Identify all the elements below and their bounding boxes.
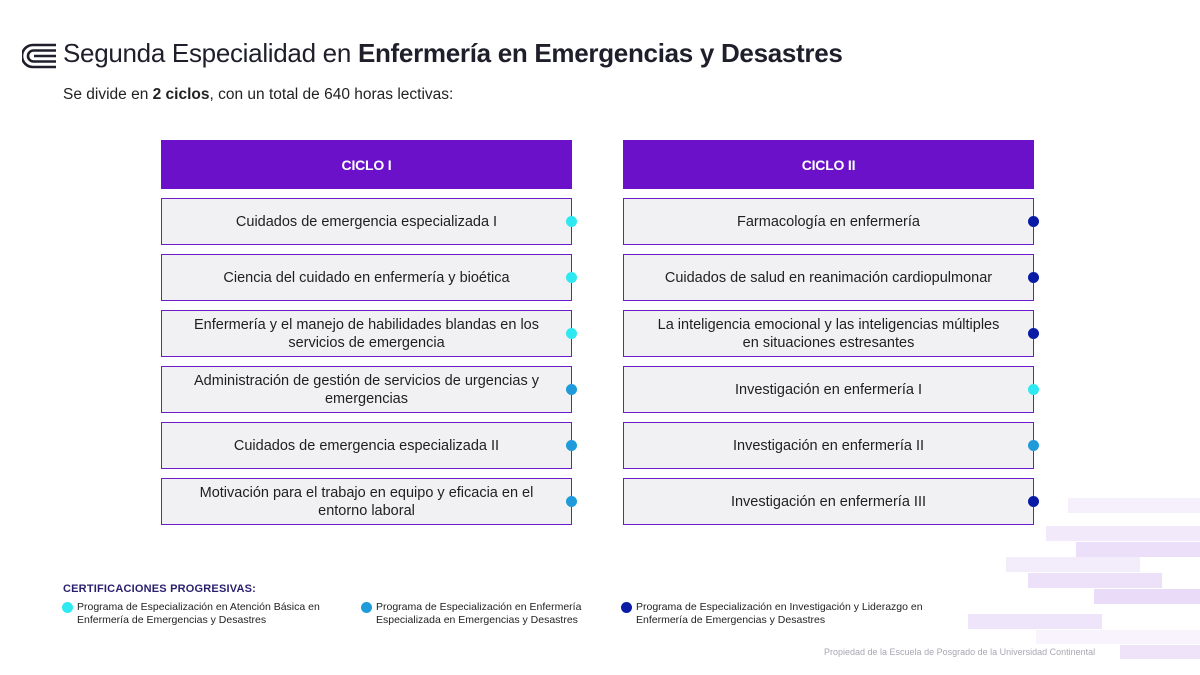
course-box: Motivación para el trabajo en equipo y e…	[161, 478, 577, 525]
title-bold: Enfermería en Emergencias y Desastres	[357, 38, 843, 68]
decorative-stripe	[1120, 645, 1200, 659]
course-name: Ciencia del cuidado en enfermería y bioé…	[223, 269, 510, 286]
decorative-stripe	[968, 614, 1102, 629]
course-name: Administración de gestión de servicios d…	[194, 372, 539, 407]
legend-item-research: Programa de Especialización en Investiga…	[621, 601, 926, 627]
legend-item-basic: Programa de Especialización en Atención …	[62, 601, 327, 627]
course-box: Investigación en enfermería I	[623, 366, 1039, 413]
subtitle-post: , con un total de 640 horas lectivas:	[209, 86, 454, 103]
legend-item-special: Programa de Especialización en Enfermerí…	[361, 601, 626, 627]
decorative-stripe	[1028, 573, 1162, 588]
cert-research-dot-icon	[1028, 328, 1039, 339]
subtitle-bold: 2 ciclos	[152, 86, 210, 103]
course-name: Investigación en enfermería III	[730, 493, 927, 510]
cycle-2-header: CICLO II	[623, 140, 1034, 189]
decorative-stripe	[1046, 526, 1200, 541]
subtitle-pre: Se divide en	[63, 86, 153, 103]
cert-research-dot-icon	[1028, 496, 1039, 507]
decorative-stripe	[1094, 589, 1200, 604]
course-box: Investigación en enfermería III	[623, 478, 1039, 525]
page-subtitle: Se divide en 2 ciclos, con un total de 6…	[63, 86, 453, 104]
cert-special-dot-icon	[1028, 440, 1039, 451]
cert-research-dot-icon	[621, 602, 632, 613]
course-box: Cuidados de emergencia especializada I	[161, 198, 577, 245]
course-box: Investigación en enfermería II	[623, 422, 1039, 469]
decorative-stripe	[1076, 542, 1200, 557]
cert-special-dot-icon	[566, 440, 577, 451]
cert-basic-dot-icon	[566, 216, 577, 227]
course-name: Cuidados de emergencia especializada I	[235, 213, 498, 230]
cert-basic-dot-icon	[62, 602, 73, 613]
course-name: Cuidados de emergencia especializada II	[233, 437, 500, 454]
decorative-stripe	[1068, 498, 1200, 513]
course-name: Cuidados de salud en reanimación cardiop…	[664, 269, 993, 286]
course-name: Motivación para el trabajo en equipo y e…	[199, 484, 534, 519]
certifications-title: CERTIFICACIONES PROGRESIVAS:	[63, 583, 257, 595]
course-box: Cuidados de emergencia especializada II	[161, 422, 577, 469]
course-box: Enfermería y el manejo de habilidades bl…	[161, 310, 577, 357]
cert-special-dot-icon	[361, 602, 372, 613]
course-name: Investigación en enfermería I	[735, 381, 922, 398]
footer-copyright: Propiedad de la Escuela de Posgrado de l…	[824, 647, 1096, 657]
university-logo-icon	[22, 43, 56, 69]
page-title: Segunda Especialidad en Enfermería en Em…	[63, 38, 843, 69]
decorative-stripe	[1006, 557, 1140, 572]
course-box: La inteligencia emocional y las intelige…	[623, 310, 1039, 357]
title-regular: Segunda Especialidad en	[63, 38, 358, 68]
cert-special-dot-icon	[566, 384, 577, 395]
cert-basic-dot-icon	[566, 328, 577, 339]
cert-basic-dot-icon	[566, 272, 577, 283]
course-name: Investigación en enfermería II	[732, 437, 925, 454]
legend-text: Programa de Especialización en Investiga…	[636, 601, 923, 626]
cert-basic-dot-icon	[1028, 384, 1039, 395]
course-box: Farmacología en enfermería	[623, 198, 1039, 245]
cert-research-dot-icon	[1028, 216, 1039, 227]
cycle-2-column: CICLO II Farmacología en enfermería Cuid…	[623, 140, 1039, 525]
course-box: Cuidados de salud en reanimación cardiop…	[623, 254, 1039, 301]
course-box: Administración de gestión de servicios d…	[161, 366, 577, 413]
course-name: La inteligencia emocional y las intelige…	[657, 316, 1000, 351]
decorative-stripe	[1036, 630, 1200, 644]
course-name: Enfermería y el manejo de habilidades bl…	[194, 316, 539, 351]
cert-research-dot-icon	[1028, 272, 1039, 283]
cycle-1-column: CICLO I Cuidados de emergencia especiali…	[161, 140, 577, 525]
course-box: Ciencia del cuidado en enfermería y bioé…	[161, 254, 577, 301]
cert-special-dot-icon	[566, 496, 577, 507]
legend-text: Programa de Especialización en Enfermerí…	[376, 601, 582, 626]
legend-text: Programa de Especialización en Atención …	[77, 601, 320, 626]
course-name: Farmacología en enfermería	[737, 213, 920, 230]
cycle-1-header: CICLO I	[161, 140, 572, 189]
